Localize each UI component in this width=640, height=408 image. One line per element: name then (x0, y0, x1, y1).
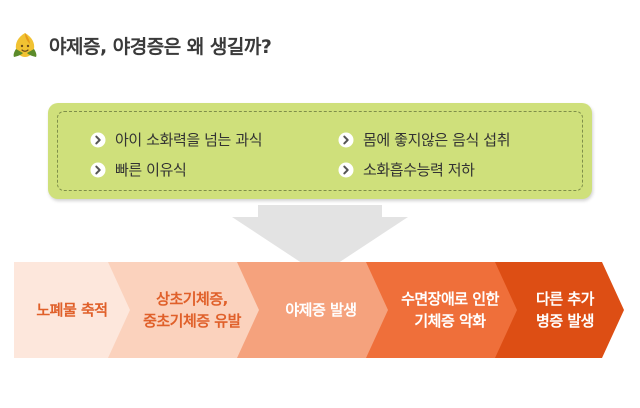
flow-step-3: 야제증 발생 (257, 262, 385, 358)
cause-item: 소화흡수능력 저하 (338, 159, 475, 180)
cause-label: 빠른 이유식 (115, 161, 187, 179)
cause-item: 몸에 좋지않은 음식 섭취 (338, 129, 511, 150)
flow-step-line: 수면장애로 인한 (401, 290, 499, 308)
flow-step-line: 노폐물 축적 (36, 301, 108, 319)
chevron-right-circle-icon (90, 162, 106, 177)
cause-item: 빠른 이유식 (90, 159, 187, 180)
flow-step-4: 수면장애로 인한 기체증 악화 (386, 262, 514, 358)
page-title: 야제증, 야경증은 왜 생길까? (49, 35, 272, 58)
flow-step-line: 상초기체증, (156, 290, 228, 308)
flow-step-line: 중초기체증 유발 (143, 312, 241, 330)
chevron-right-circle-icon (338, 162, 354, 177)
causes-dashed-border (57, 111, 583, 191)
flow-step-shape (495, 262, 624, 358)
flow-step-shape (14, 262, 140, 358)
causes-panel: 아이 소화력을 넘는 과식 몸에 좋지않은 음식 섭취 빠른 이유식 소화흡수능… (48, 103, 592, 199)
flow-step-5: 다른 추가 병증 발생 (515, 262, 615, 358)
flow-step-shape (366, 262, 527, 358)
chevron-right-circle-icon (90, 132, 106, 147)
flow-step-line: 야제증 발생 (285, 301, 357, 319)
cause-item: 아이 소화력을 넘는 과식 (90, 129, 263, 150)
flow-step-2: 상초기체증, 중초기체증 유발 (128, 262, 256, 358)
title-row: 야제증, 야경증은 왜 생길까? (10, 28, 272, 62)
cause-label: 아이 소화력을 넘는 과식 (115, 131, 263, 149)
leaf-face-icon (13, 33, 37, 57)
chevron-right-circle-icon (338, 132, 354, 147)
cause-label: 소화흡수능력 저하 (363, 161, 475, 179)
flow-step-shape (237, 262, 398, 358)
down-arrow-icon (232, 205, 408, 275)
flow-step-line: 병증 발생 (536, 312, 594, 330)
cause-label: 몸에 좋지않은 음식 섭취 (363, 131, 511, 149)
flow-step-line: 기체증 악화 (414, 312, 486, 330)
flow-step-shape (108, 262, 269, 358)
flow-step-line: 다른 추가 (536, 290, 594, 308)
process-flow (14, 262, 624, 358)
flow-step-1: 노폐물 축적 (14, 262, 130, 358)
